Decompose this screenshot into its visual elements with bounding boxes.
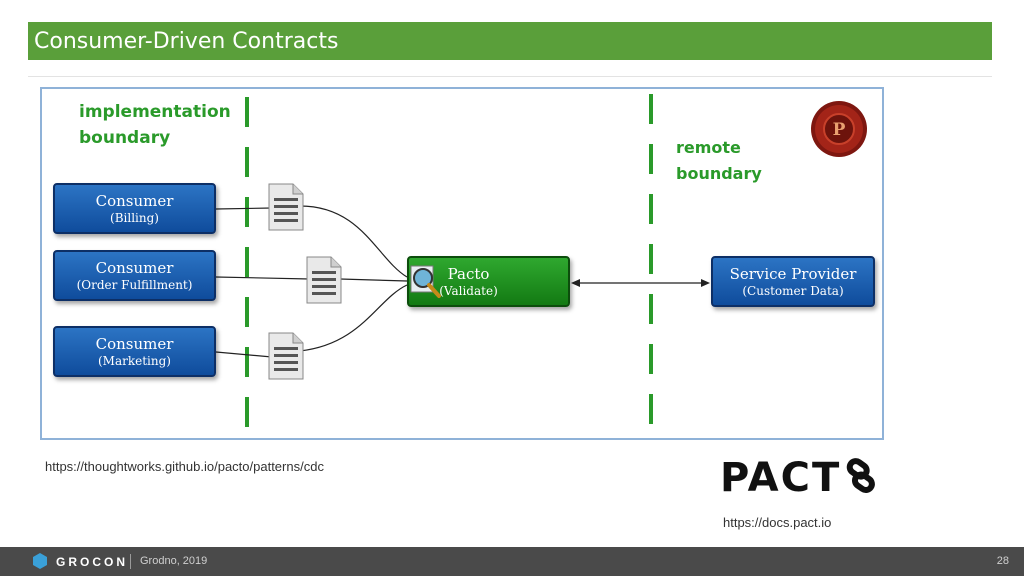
curve-billing-pacto xyxy=(299,205,408,278)
seal-letter: P xyxy=(833,120,846,140)
slide-footer: GROCON Grodno, 2019 28 xyxy=(0,547,1024,576)
line-order-pacto xyxy=(339,278,408,282)
consumer-subtitle: (Order Fulfillment) xyxy=(76,277,193,292)
footer-brand: GROCON xyxy=(56,555,128,569)
page-number: 28 xyxy=(996,555,1009,567)
footer-event: Grodno, 2019 xyxy=(140,555,208,567)
footer-divider xyxy=(130,554,131,569)
grocon-logo-icon xyxy=(33,553,47,569)
document-icon xyxy=(306,256,342,304)
service-provider-box: Service Provider (Customer Data) xyxy=(711,256,875,307)
consumer-order-box: Consumer (Order Fulfillment) xyxy=(53,250,216,301)
curve-marketing-pacto xyxy=(299,284,408,352)
source-link[interactable]: https://thoughtworks.github.io/pacto/pat… xyxy=(45,459,324,474)
connector-order xyxy=(215,276,311,280)
consumer-marketing-box: Consumer (Marketing) xyxy=(53,326,216,377)
pacto-title: Pacto xyxy=(447,264,490,283)
slide-title: Consumer-Driven Contracts xyxy=(34,28,339,54)
magnifier-icon xyxy=(410,265,441,298)
pact-logo-text: PACT xyxy=(720,455,841,497)
pacto-subtitle: (Validate) xyxy=(439,283,498,298)
remote-boundary-label: remote boundary xyxy=(676,138,762,183)
pacto-validate-box: Pacto (Validate) xyxy=(407,256,570,307)
consumer-title: Consumer xyxy=(95,191,174,210)
provider-title: Service Provider xyxy=(729,264,857,283)
pact-docs-link[interactable]: https://docs.pact.io xyxy=(723,515,832,530)
chain-link-icon xyxy=(846,458,875,494)
arrow-head-right xyxy=(701,279,710,287)
pact-logo: PACT xyxy=(720,455,875,497)
document-icon xyxy=(268,332,304,380)
document-icon xyxy=(268,183,304,231)
consumer-title: Consumer xyxy=(95,258,174,277)
provider-subtitle: (Customer Data) xyxy=(742,283,844,298)
arrow-head-left xyxy=(571,279,580,287)
consumer-billing-box: Consumer (Billing) xyxy=(53,183,216,234)
consumer-title: Consumer xyxy=(95,334,174,353)
wax-seal-icon: P xyxy=(811,101,867,157)
consumer-subtitle: (Billing) xyxy=(110,210,159,225)
connector-billing xyxy=(215,207,273,210)
implementation-boundary-label: implementation boundary xyxy=(79,102,231,148)
cdc-diagram: P implementation boundary remote boundar… xyxy=(40,87,884,440)
consumer-subtitle: (Marketing) xyxy=(98,353,171,368)
diagram-canvas: P xyxy=(215,94,867,429)
title-divider xyxy=(28,76,992,77)
title-bar: Consumer-Driven Contracts xyxy=(28,22,992,60)
connector-marketing xyxy=(215,351,273,358)
